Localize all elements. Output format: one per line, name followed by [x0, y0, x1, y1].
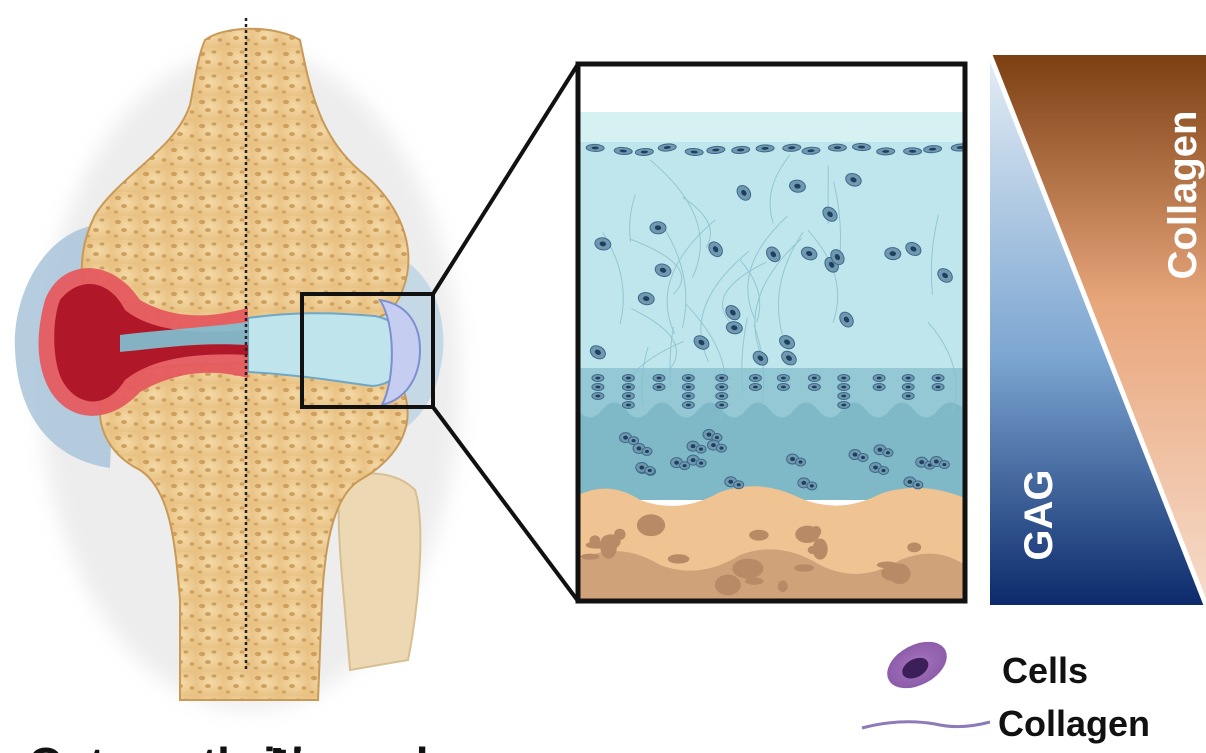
- chondrocyte: [756, 145, 774, 153]
- chondrocyte: [682, 393, 694, 400]
- chondrocyte: [913, 481, 923, 489]
- cell-icon: [879, 632, 954, 697]
- chondrocyte: [873, 375, 885, 382]
- chondrocyte: [877, 148, 895, 156]
- chondrocyte: [716, 402, 728, 409]
- chondrocyte: [939, 461, 949, 469]
- chondrocyte: [902, 393, 914, 400]
- fibula-bone: [339, 473, 421, 670]
- chondrocyte: [852, 143, 870, 151]
- chondrocyte: [838, 384, 850, 391]
- chondrocyte: [642, 447, 652, 455]
- bone-lacuna: [732, 559, 763, 579]
- chondrocyte: [586, 144, 604, 152]
- chondrocyte: [696, 459, 706, 467]
- chondrocyte: [696, 445, 706, 453]
- chondrocyte: [716, 384, 728, 391]
- chondrocyte: [592, 375, 604, 382]
- chondrocyte: [807, 482, 817, 490]
- caption-normal: Normal: [270, 738, 428, 753]
- bone-lacuna: [794, 564, 814, 571]
- chondrocyte: [932, 375, 944, 382]
- chondrocyte: [883, 449, 893, 457]
- legend-collagen-label: Collagen: [998, 703, 1150, 744]
- chondrocyte: [716, 444, 726, 452]
- knee-joint-illustration: [15, 18, 460, 710]
- chondrocyte: [902, 375, 914, 382]
- chondrocyte: [838, 402, 850, 409]
- collagen-fiber-icon: [862, 722, 990, 728]
- bone-lacuna: [795, 526, 819, 543]
- chondrocyte: [622, 393, 634, 400]
- bone-lacuna: [889, 564, 911, 585]
- chondrocyte: [873, 384, 885, 391]
- chondrocyte: [777, 375, 789, 382]
- chondrocyte: [879, 466, 889, 474]
- chondrocyte: [622, 384, 634, 391]
- chondrocyte: [903, 148, 921, 155]
- chondrocyte: [796, 458, 806, 466]
- chondrocyte: [808, 375, 820, 382]
- bone-lacuna: [668, 554, 690, 563]
- legend: Cells Collagen: [862, 632, 1150, 744]
- chondrocyte: [682, 402, 694, 409]
- chondrocyte: [650, 222, 666, 234]
- zoom-line-top: [433, 64, 578, 294]
- bone-lacuna: [715, 575, 741, 596]
- chondrocyte: [828, 144, 846, 151]
- chondrocyte: [838, 375, 850, 382]
- legend-cells-label: Cells: [1002, 650, 1088, 691]
- bone-lacuna: [581, 554, 600, 560]
- chondrocyte: [749, 384, 761, 391]
- chondrocyte: [777, 384, 789, 391]
- collagen-gradient-label: Collagen: [1161, 111, 1205, 280]
- chondrocyte: [592, 393, 604, 400]
- bone-lacuna: [778, 580, 788, 592]
- bone-lacuna: [614, 529, 626, 540]
- bone-lacuna: [813, 538, 828, 559]
- bone-lacuna: [907, 542, 921, 552]
- chondrocyte: [838, 393, 850, 400]
- zoom-line-bottom: [433, 407, 578, 601]
- chondrocyte: [716, 375, 728, 382]
- surface-layer: [578, 112, 965, 142]
- chondrocyte: [716, 393, 728, 400]
- chondrocyte: [622, 375, 634, 382]
- chondrocyte: [645, 467, 655, 475]
- chondrocyte: [808, 384, 820, 391]
- chondrocyte: [653, 375, 665, 382]
- composition-gradient: Collagen GAG: [990, 55, 1206, 605]
- bottom-caption: Osteoarthritic Normal: [28, 738, 428, 753]
- chondrocyte: [622, 402, 634, 409]
- bone-lacuna: [637, 514, 665, 536]
- chondrocyte: [592, 384, 604, 391]
- chondrocyte: [932, 384, 944, 391]
- chondrocyte: [653, 384, 665, 391]
- cartilage-zoom-panel: [578, 64, 970, 601]
- chondrocyte: [734, 481, 744, 489]
- bone-lacuna: [749, 530, 769, 541]
- gag-gradient-label: GAG: [1017, 469, 1061, 560]
- bone-lacuna: [589, 535, 600, 546]
- chondrocyte: [902, 384, 914, 391]
- chondrocyte: [682, 384, 694, 391]
- chondrocyte: [749, 375, 761, 382]
- chondrocyte: [858, 454, 868, 462]
- chondrocyte: [682, 375, 694, 382]
